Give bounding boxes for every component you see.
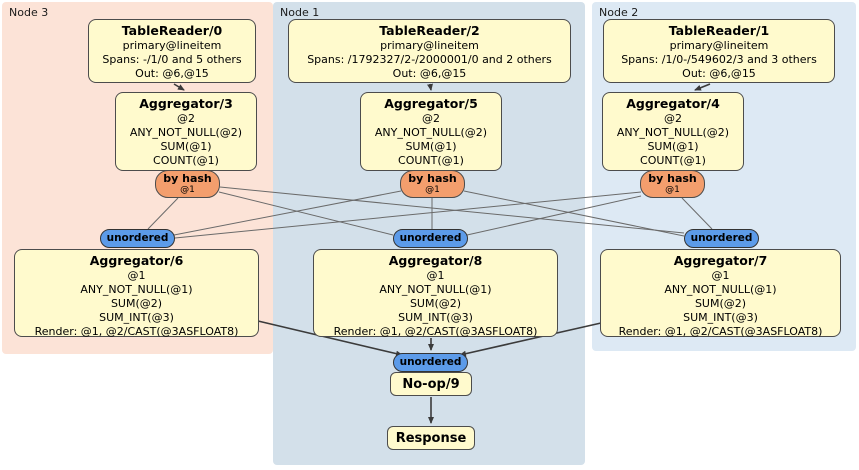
box-line: @2 [664,112,682,125]
sync-unordered-9: unordered [393,353,468,372]
router-by-hash-5: by hash @1 [400,170,465,198]
processor-title: Aggregator/7 [673,253,768,268]
box-line: Spans: /1/0-/549602/3 and 3 others [621,53,817,66]
box-line: SUM_INT(@3) [683,311,758,324]
router-detail: @1 [665,185,680,195]
box-line: SUM(@1) [647,140,699,153]
node-label-1: Node 1 [280,6,320,19]
processor-title: Response [395,431,467,446]
sync-unordered-6: unordered [100,229,175,248]
box-line: ANY_NOT_NULL(@1) [80,283,193,296]
response-box: Response [387,426,475,450]
box-line: @2 [422,112,440,125]
box-line: SUM(@2) [110,297,163,310]
box-line: Render: @1, @2/CAST(@3ASFLOAT8) [333,325,538,338]
box-line: primary@lineitem [669,39,769,52]
box-line: Spans: /1792327/2-/2000001/0 and 2 other… [307,53,552,66]
box-line: SUM(@1) [405,140,457,153]
box-line: primary@lineitem [122,39,222,52]
box-line: Out: @6,@15 [135,67,209,80]
router-by-hash-4: by hash @1 [640,170,705,198]
router-label: by hash [648,172,697,185]
box-line: ANY_NOT_NULL(@2) [374,126,488,139]
processor-title: No-op/9 [402,377,460,392]
processor-noop-9: No-op/9 [390,372,472,396]
box-line: Spans: -/1/0 and 5 others [102,53,242,66]
box-line: @1 [426,269,445,282]
box-line: SUM_INT(@3) [99,311,174,324]
node-label-2: Node 2 [599,6,639,19]
processor-title: TableReader/2 [379,23,480,38]
box-line: Out: @6,@15 [682,67,756,80]
processor-title: TableReader/0 [121,23,223,38]
box-line: SUM(@2) [694,297,747,310]
box-line: COUNT(@1) [640,154,706,167]
box-line: COUNT(@1) [398,154,464,167]
box-line: ANY_NOT_NULL(@2) [129,126,243,139]
box-line: SUM(@1) [160,140,212,153]
router-detail: @1 [180,185,195,195]
box-line: primary@lineitem [380,39,479,52]
processor-title: Aggregator/4 [626,96,720,111]
sync-unordered-8: unordered [393,229,468,248]
processor-title: Aggregator/5 [384,96,478,111]
processor-title: TableReader/1 [668,23,770,38]
router-by-hash-3: by hash @1 [155,170,220,198]
box-line: ANY_NOT_NULL(@2) [616,126,730,139]
processor-title: Aggregator/3 [139,96,233,111]
box-line: ANY_NOT_NULL(@1) [379,283,492,296]
box-line: Render: @1, @2/CAST(@3ASFLOAT8) [34,325,239,338]
node-label-3: Node 3 [9,6,49,19]
router-label: by hash [163,172,212,185]
box-line: SUM(@2) [409,297,462,310]
router-label: by hash [408,172,457,185]
box-line: SUM_INT(@3) [398,311,473,324]
sync-unordered-7: unordered [684,229,759,248]
box-line: ANY_NOT_NULL(@1) [664,283,777,296]
processor-title: Aggregator/8 [388,253,483,268]
box-line: Out: @6,@15 [392,67,467,80]
box-line: @1 [127,269,146,282]
router-detail: @1 [425,185,440,195]
processor-title: Aggregator/6 [89,253,184,268]
box-line: Render: @1, @2/CAST(@3ASFLOAT8) [618,325,823,338]
box-line: @1 [711,269,730,282]
box-line: @2 [177,112,195,125]
box-line: COUNT(@1) [153,154,219,167]
